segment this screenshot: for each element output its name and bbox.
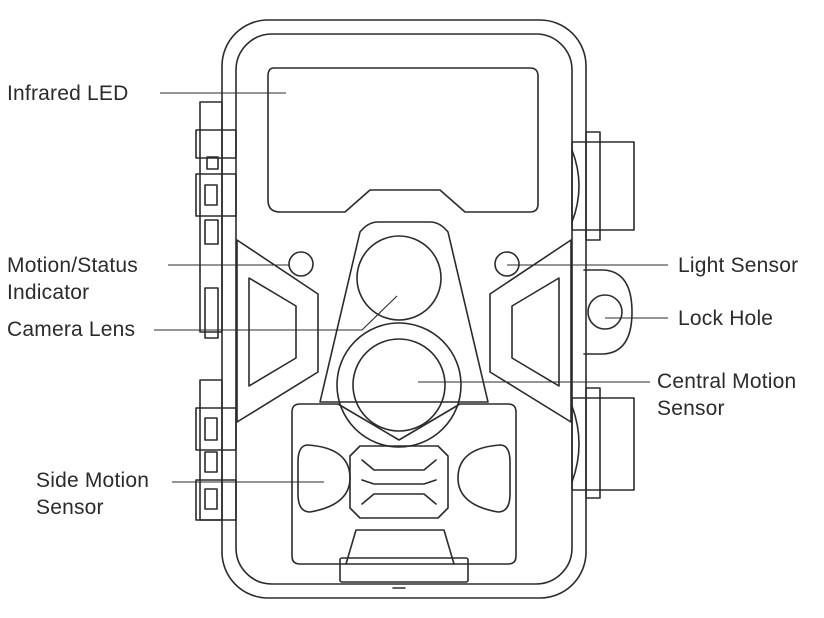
label-camera-lens: Camera Lens <box>7 318 136 341</box>
housing-outer <box>222 20 586 598</box>
infrared-led-panel <box>268 68 538 212</box>
side-motion-sensor-right <box>458 445 510 512</box>
central-motion-sensor <box>353 339 445 431</box>
label-infrared-led: Infrared LED <box>7 82 129 105</box>
light-sensor <box>495 252 519 276</box>
motion-status-indicator <box>289 252 313 276</box>
label-lock-hole: Lock Hole <box>678 307 774 330</box>
chevron-bottom <box>362 494 436 504</box>
chevron-top <box>362 460 436 470</box>
bottom-hinge <box>572 388 634 498</box>
chevron-mid <box>362 480 436 484</box>
lock-hole <box>588 295 622 329</box>
central-motion-sensor-ring <box>337 323 461 447</box>
label-side-motion-sensor: Side Motion Sensor <box>36 469 150 519</box>
right-side-panel <box>490 240 571 422</box>
label-light-sensor: Light Sensor <box>678 254 799 277</box>
housing-inner <box>236 34 572 584</box>
sensor-block <box>292 404 516 564</box>
top-hinge <box>572 132 634 240</box>
leader-camera-lens <box>154 296 397 330</box>
bottom-port <box>340 558 468 582</box>
camera-lens <box>357 236 441 320</box>
lens-tower <box>320 222 488 402</box>
label-central-motion-sensor: Central Motion Sensor <box>657 370 797 420</box>
bottom-ridge <box>346 530 454 564</box>
center-indicator-housing <box>350 446 448 518</box>
left-side-panel <box>237 240 318 422</box>
side-motion-sensor-left <box>298 445 350 512</box>
left-strap <box>196 102 236 520</box>
label-motion-status-indicator: Motion/Status Indicator <box>7 254 138 304</box>
lock-hole-tab <box>584 270 632 354</box>
